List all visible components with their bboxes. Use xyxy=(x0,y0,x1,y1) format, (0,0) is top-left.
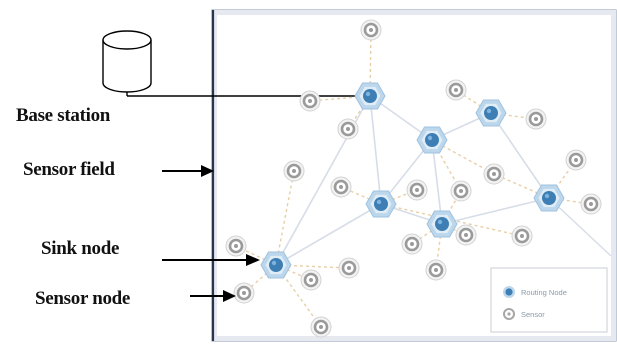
legend-routing-node-label: Routing Node xyxy=(521,288,567,297)
sensor-node-icon xyxy=(300,269,322,291)
legend-routing-node-icon xyxy=(503,286,515,298)
routing-node-icon xyxy=(354,82,386,110)
sensor-node-icon xyxy=(525,108,547,130)
sensor-node-icon xyxy=(425,259,447,281)
legend-sensor-icon xyxy=(503,308,515,320)
sensor-node-icon xyxy=(310,316,332,338)
sensor-link xyxy=(275,170,295,266)
sensor-node-icon xyxy=(225,235,247,257)
routing-node-icon xyxy=(260,251,292,279)
routing-link xyxy=(548,197,612,257)
legend: Routing Node Sensor xyxy=(490,267,608,333)
sensor-node-icon xyxy=(337,118,359,140)
routing-link xyxy=(441,197,550,225)
sensor-node-icon xyxy=(450,180,472,202)
routing-link xyxy=(490,112,550,199)
sensor-field-panel xyxy=(211,9,617,342)
sensor-node-icon xyxy=(330,176,352,198)
network-nodes xyxy=(225,19,602,338)
sensor-node-icon xyxy=(455,224,477,246)
legend-sensor-label: Sensor xyxy=(521,310,545,319)
sensor-node-icon xyxy=(406,179,428,201)
sensor-node-icon xyxy=(360,19,382,41)
sensor-node-icon xyxy=(338,257,360,279)
arrows xyxy=(162,165,260,302)
routing-node-icon xyxy=(365,190,397,218)
sensor-node-icon xyxy=(511,225,533,247)
sensor-node-icon xyxy=(483,163,505,185)
sensor-node-icon xyxy=(233,282,255,304)
sensor-node-icon xyxy=(283,160,305,182)
sink-node-label: Sink node xyxy=(41,238,120,259)
routing-node-icon xyxy=(426,210,458,238)
routing-node-icon xyxy=(416,126,448,154)
sensor-node-icon xyxy=(401,233,423,255)
sensor-node-icon xyxy=(580,193,602,215)
sensor-node-icon xyxy=(299,90,321,112)
sensor-field-label: Sensor field xyxy=(23,159,115,180)
routing-node-icon xyxy=(533,184,565,212)
base-station-label: Base station xyxy=(16,105,111,126)
database-cylinder-icon xyxy=(102,30,152,93)
sensor-node-icon xyxy=(445,79,467,101)
routing-link xyxy=(431,139,443,225)
sensor-link xyxy=(369,29,372,97)
sensor-node-label: Sensor node xyxy=(35,288,131,309)
routing-link xyxy=(275,203,382,266)
sensor-node-icon xyxy=(565,149,587,171)
routing-node-icon xyxy=(475,99,507,127)
routing-link xyxy=(369,95,382,205)
